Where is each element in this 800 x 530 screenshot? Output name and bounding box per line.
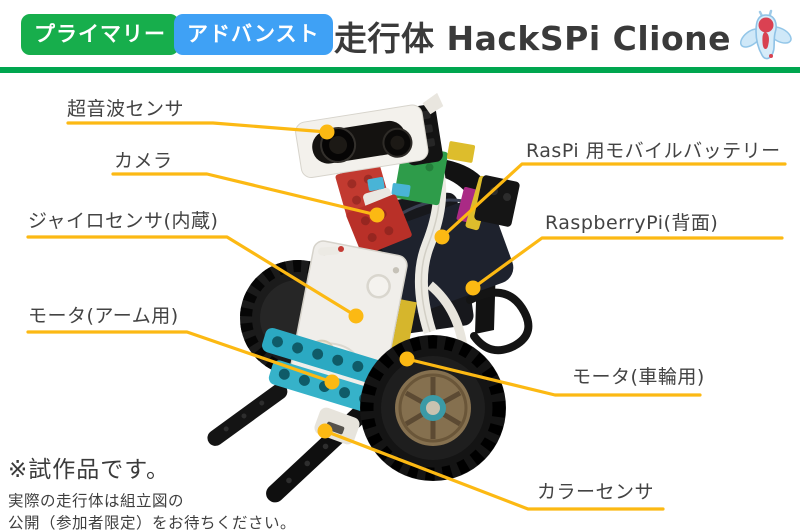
badge-primary: プライマリー (21, 14, 179, 55)
label-raspi-battery: RasPi 用モバイルバッテリー (526, 140, 781, 162)
dot-motor-wheel (399, 351, 415, 367)
dot-raspberry-pi (465, 280, 481, 296)
header-divider (0, 67, 800, 73)
ultrasonic-sensor-part (295, 92, 444, 179)
leader-camera (111, 172, 379, 217)
dot-color-sensor (317, 423, 333, 439)
label-color-sensor: カラーセンサ (537, 481, 655, 503)
header: プライマリー アドバンスト 走行体 HackSPi Clione (0, 0, 800, 68)
leader-color-sensor (323, 429, 665, 511)
dot-motor-arm (324, 374, 340, 390)
leader-motor-wheel (405, 357, 702, 397)
raspberrypi-cables (466, 288, 533, 355)
leader-ultrasonic-sensor (66, 121, 329, 134)
leader-raspberry-pi (471, 236, 784, 290)
label-motor-arm: モータ(アーム用) (28, 305, 179, 327)
callout-lines (26, 121, 787, 511)
footnote-title: ※試作品です。 (8, 457, 170, 483)
footnote-line-1: 実際の走行体は組立図の (8, 492, 185, 510)
label-gyro-sensor: ジャイロセンサ(内蔵) (28, 210, 219, 232)
label-ultrasonic-sensor: 超音波センサ (67, 98, 185, 120)
dot-ultrasonic-sensor (319, 124, 335, 140)
badge-advanced: アドバンスト (174, 14, 333, 55)
leader-motor-arm (26, 330, 334, 384)
clione-icon (740, 9, 792, 60)
leader-raspi-battery (440, 162, 787, 239)
robot-body (207, 92, 533, 503)
label-camera: カメラ (114, 150, 173, 172)
dot-raspi-battery (434, 229, 450, 245)
label-motor-wheel: モータ(車輪用) (572, 366, 705, 388)
dot-camera (369, 207, 385, 223)
pin (318, 246, 344, 256)
callout-dots (317, 124, 481, 439)
page-title: 走行体 HackSPi Clione (334, 19, 732, 58)
footnote-line-2: 公開（参加者限定）をお待ちください。 (8, 514, 297, 530)
leader-gyro-sensor (26, 235, 358, 318)
label-raspberry-pi: RaspberryPi(背面) (545, 212, 719, 234)
footnote: ※試作品です。 実際の走行体は組立図の 公開（参加者限定）をお待ちください。 (8, 450, 296, 530)
dot-gyro-sensor (348, 308, 364, 324)
right-wheel (360, 335, 506, 481)
